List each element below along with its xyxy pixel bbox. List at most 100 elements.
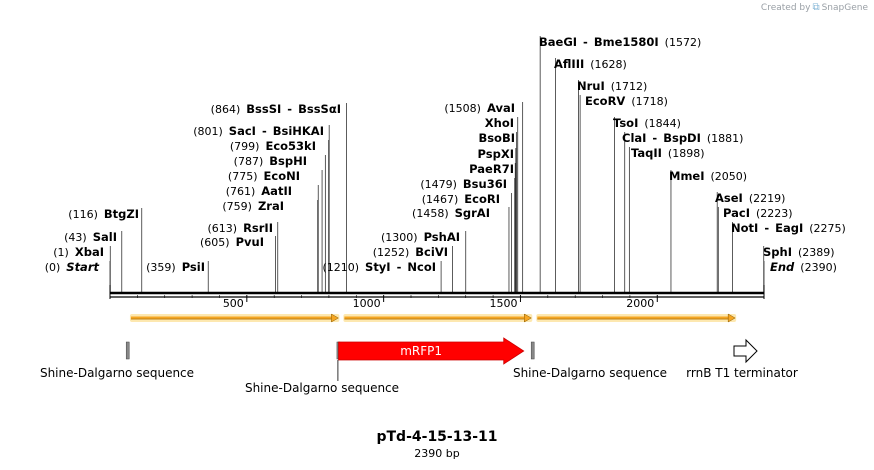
cut-label-2390-0: End — [770, 260, 795, 274]
scale-ticks: 500 1000 1500 2000 — [137, 295, 658, 310]
cut-label-1210-1: StyI — [365, 260, 391, 274]
cut-label-1210-3: NcoI — [407, 260, 436, 274]
primer-arrows — [129, 313, 737, 323]
feature-label-3: Shine-Dalgarno sequence — [513, 366, 667, 380]
cut-label-116-1: BtgZI — [104, 207, 139, 221]
cut-label-1508-1: AvaI — [487, 101, 515, 115]
cut-label-2389-0: SphI — [763, 245, 792, 259]
cut-label-1486-0: BsoBI — [478, 131, 515, 145]
cut-label-1844-0: TsoI — [613, 116, 638, 130]
snapgene-watermark: Created by ⧉ SnapGene — [761, 2, 868, 13]
feature-rbs-mark-3 — [530, 341, 535, 360]
cut-label-1881-1: - — [652, 131, 657, 145]
cut-label-1252-0: (1252) — [373, 246, 410, 259]
cut-label-1712-1: (1712) — [611, 80, 648, 93]
watermark-brand: SnapGene — [821, 2, 868, 13]
cut-label-1300-1: PshAI — [424, 230, 460, 244]
plasmid-title: pTd-4-15-13-11 — [376, 429, 498, 445]
cut-label-2390-1: (2390) — [800, 261, 837, 274]
cut-label-605-1: PvuI — [236, 235, 264, 249]
cut-label-775-1: EcoNI — [264, 169, 300, 183]
feature-label-1: Shine-Dalgarno sequence — [245, 381, 399, 395]
tick-label-500: 500 — [223, 297, 244, 310]
cut-label-359-1: PsiI — [182, 260, 205, 274]
cut-label-1508-0: (1508) — [444, 102, 481, 115]
cut-label-864-0: (864) — [211, 103, 241, 116]
cut-label-1483-0: PspXI — [478, 147, 514, 161]
cut-label-801-0: (801) — [193, 125, 223, 138]
cut-label-2219-0: AseI — [715, 191, 743, 205]
cut-label-0-0: (0) — [45, 261, 61, 274]
cut-label-801-2: - — [262, 124, 267, 138]
plasmid-length: 2390 bp — [414, 447, 460, 460]
feature-label-4: rrnB T1 terminator — [686, 366, 798, 380]
cut-label-2223-0: PacI — [723, 206, 750, 220]
cut-label-43-1: SalI — [93, 230, 117, 244]
cut-label-1844-1: (1844) — [644, 117, 681, 130]
cut-label-1572-0: BaeGI — [539, 35, 577, 49]
cut-label-759-1: ZraI — [258, 199, 284, 213]
cut-label-1572-3: (1572) — [665, 36, 702, 49]
cut-label-1479-0: (1479) — [420, 178, 457, 191]
cut-label-1572-2: Bme1580I — [594, 35, 659, 49]
feature-cds-label: mRFP1 — [400, 344, 442, 358]
tick-label-2000: 2000 — [626, 297, 654, 310]
tick-label-1500: 1500 — [489, 297, 517, 310]
cut-label-1-1: XbaI — [75, 245, 104, 259]
cut-label-1-0: (1) — [53, 246, 69, 259]
cut-label-1572-1: - — [583, 35, 588, 49]
cut-label-761-0: (761) — [226, 185, 256, 198]
cut-label-1458-1: SgrAI — [455, 206, 490, 220]
cut-label-1898-1: (1898) — [668, 147, 705, 160]
cut-label-2219-1: (2219) — [749, 192, 786, 205]
snapgene-logo-icon: ⧉ — [812, 2, 820, 13]
cut-label-761-1: AatII — [261, 184, 292, 198]
cut-label-1300-0: (1300) — [381, 231, 418, 244]
cut-label-2050-1: (2050) — [711, 170, 748, 183]
cut-label-1718-1: (1718) — [631, 95, 668, 108]
watermark-prefix: Created by — [760, 2, 811, 13]
cut-site-lines — [109, 36, 765, 292]
cut-label-2050-0: MmeI — [669, 169, 705, 183]
cut-label-0-1: Start — [66, 260, 99, 274]
cut-label-1881-0: ClaI — [622, 131, 646, 145]
feature-terminator-arrow — [733, 338, 758, 364]
cut-label-359-0: (359) — [146, 261, 176, 274]
cut-label-1458-0: (1458) — [412, 207, 449, 220]
cut-label-775-0: (775) — [228, 170, 258, 183]
cut-label-1210-2: - — [397, 260, 402, 274]
cut-label-1718-0: EcoRV — [585, 94, 625, 108]
sequence-backbone — [109, 285, 765, 299]
cut-label-1628-0: AflIII — [554, 57, 584, 71]
cut-label-116-0: (116) — [68, 208, 98, 221]
cut-label-1467-1: EcoRI — [464, 192, 500, 206]
cut-label-2223-1: (2223) — [756, 207, 793, 220]
cut-label-2389-1: (2389) — [798, 246, 835, 259]
cut-site-labels: (0) Start(1) XbaI(43) SalI (116) BtgZI (359) Ps… — [45, 35, 846, 274]
cut-label-1712-0: NruI — [577, 79, 605, 93]
tick-label-1000: 1000 — [353, 297, 381, 310]
feature-cds-arrow — [338, 337, 525, 365]
cut-label-2275-1: - — [764, 221, 769, 235]
cut-label-613-0: (613) — [207, 222, 237, 235]
feature-rbs-mark-0 — [125, 341, 130, 360]
cut-label-787-0: (787) — [234, 155, 264, 168]
cut-label-799-1: Eco53kI — [265, 139, 316, 153]
cut-label-43-0: (43) — [64, 231, 87, 244]
cut-label-1881-3: (1881) — [707, 132, 744, 145]
cut-label-1481-0: PaeR7I — [469, 162, 514, 176]
cut-label-2275-0: NotI — [731, 221, 758, 235]
cut-label-787-1: BspHI — [269, 154, 307, 168]
cut-label-801-3: BsiHKAI — [273, 124, 324, 138]
forward-primer-1-head — [331, 313, 339, 323]
cut-label-864-2: - — [287, 102, 292, 116]
forward-primer-3-head — [727, 313, 736, 323]
feature-label-0: Shine-Dalgarno sequence — [40, 366, 194, 380]
cut-label-613-1: RsrII — [243, 221, 273, 235]
cut-label-1628-1: (1628) — [590, 58, 627, 71]
cut-label-864-1: BssSI — [246, 102, 281, 116]
cut-label-2275-2: EagI — [775, 221, 803, 235]
cut-label-759-0: (759) — [222, 200, 252, 213]
